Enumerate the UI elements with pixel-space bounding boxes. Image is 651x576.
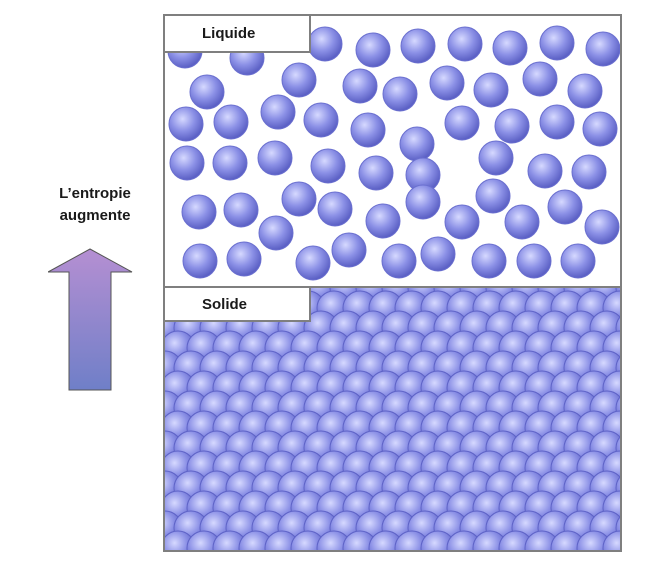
liquid-particle — [527, 153, 563, 189]
liquid-particle — [429, 65, 465, 101]
liquid-particle — [260, 94, 296, 130]
liquid-particle — [494, 108, 530, 144]
liquid-particle — [584, 209, 620, 245]
liquid-particle — [355, 32, 391, 68]
solid-particles — [165, 288, 620, 550]
liquid-particle — [169, 145, 205, 181]
liquid-particle — [365, 203, 401, 239]
liquid-particle — [420, 236, 456, 272]
liquid-region: Liquide — [165, 16, 620, 286]
liquid-particle — [331, 232, 367, 268]
liquid-particle — [168, 106, 204, 142]
liquid-particle — [522, 61, 558, 97]
liquid-particle — [189, 74, 225, 110]
liquid-particle — [212, 145, 248, 181]
liquid-particle — [350, 112, 386, 148]
liquid-particle — [182, 243, 218, 279]
entropy-label-line-1: L’entropie — [59, 185, 131, 202]
solid-region: Solide — [165, 286, 620, 550]
liquid-particle — [492, 30, 528, 66]
liquid-particle — [475, 178, 511, 214]
liquid-particle — [399, 126, 435, 162]
liquid-particle — [516, 243, 552, 279]
liquid-particle — [223, 192, 259, 228]
liquid-particle — [295, 245, 331, 281]
liquid-particle — [382, 76, 418, 112]
phase-panel: Liquide Solide — [163, 14, 622, 552]
liquid-particle — [504, 204, 540, 240]
liquid-particle — [358, 155, 394, 191]
liquid-label: Liquide — [165, 16, 311, 53]
liquid-particle — [258, 215, 294, 251]
liquid-particle — [547, 189, 583, 225]
liquid-particle — [307, 26, 343, 62]
entropy-label-line-2: augmente — [59, 207, 131, 224]
liquid-particle — [181, 194, 217, 230]
liquid-particle — [317, 191, 353, 227]
liquid-particle — [226, 241, 262, 277]
liquid-particle — [444, 105, 480, 141]
liquid-particle — [281, 181, 317, 217]
liquid-particle — [539, 104, 575, 140]
entropy-label: L’entropie augmente — [40, 183, 150, 227]
solid-particle — [602, 530, 620, 550]
entropy-up-arrow — [48, 248, 133, 391]
liquid-particle — [447, 26, 483, 62]
liquid-particle — [281, 62, 317, 98]
liquid-particle — [257, 140, 293, 176]
liquid-particle — [213, 104, 249, 140]
liquid-particle — [473, 72, 509, 108]
liquid-particle — [405, 184, 441, 220]
liquid-particle — [310, 148, 346, 184]
liquid-particle — [381, 243, 417, 279]
liquid-particle — [444, 204, 480, 240]
liquid-particle — [567, 73, 603, 109]
liquid-particle — [342, 68, 378, 104]
liquid-particle — [560, 243, 596, 279]
liquid-particle — [478, 140, 514, 176]
liquid-particle — [571, 154, 607, 190]
liquid-particle — [303, 102, 339, 138]
liquid-particle — [585, 31, 620, 67]
liquid-particle — [400, 28, 436, 64]
solid-label: Solide — [165, 288, 311, 322]
liquid-particle — [582, 111, 618, 147]
liquid-particle — [471, 243, 507, 279]
liquid-particles — [167, 25, 620, 281]
liquid-particle — [539, 25, 575, 61]
